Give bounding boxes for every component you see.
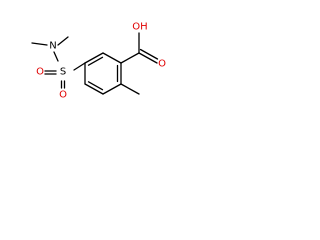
- sulfonyl-oxygen-left-label: O: [36, 67, 44, 78]
- sulfonamide-group: [31, 36, 86, 89]
- sulfur-atom-label: S: [60, 67, 66, 78]
- molecule-structure-diagram: N S O O O OH: [31, 22, 166, 101]
- benzene-ring: [84, 52, 122, 95]
- ring-to-sulfur-bond: [73, 62, 86, 71]
- sulfur-nitrogen-bond: [53, 51, 59, 62]
- carbonyl-double-bond-a: [138, 52, 158, 64]
- ring-bond-1: [102, 52, 122, 64]
- nitrogen-methyl-right-bond: [57, 36, 69, 46]
- ring-bond-6-inner: [87, 56, 104, 66]
- carboxyl-carbon-bond: [120, 52, 140, 64]
- ring-bond-4-inner: [87, 81, 104, 91]
- ring-bond-4: [84, 83, 104, 95]
- ring-bond-3: [102, 83, 122, 95]
- methyl-bond: [120, 83, 140, 95]
- carboxylic-acid-group: [120, 32, 159, 64]
- hydroxyl-label: OH: [132, 22, 147, 33]
- sulfonyl-oxygen-bottom-label: O: [59, 90, 67, 101]
- carboxyl-oxygen-label: O: [158, 59, 166, 70]
- nitrogen-methyl-left-bond: [31, 42, 48, 46]
- ring-bond-6: [84, 52, 104, 64]
- nitrogen-atom-label: N: [49, 41, 56, 52]
- carbonyl-double-bond-b: [139, 48, 159, 60]
